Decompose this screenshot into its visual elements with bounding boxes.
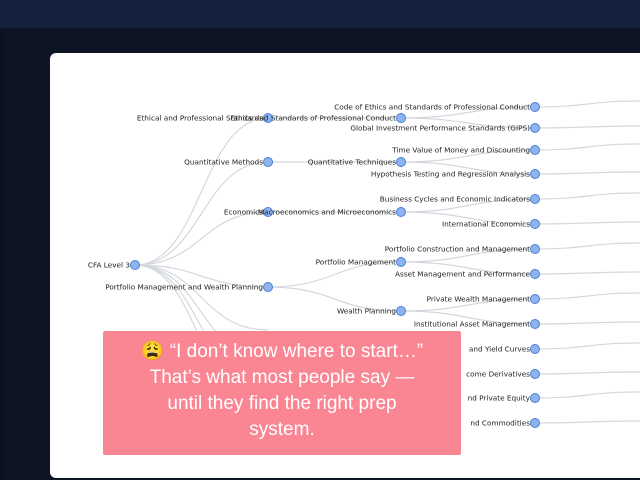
tree-node-circle[interactable] [530,145,540,155]
caption-line-3: until they find the right prep [167,393,397,414]
tree-node-circle[interactable] [263,113,273,123]
level3-node-label[interactable]: Code of Ethics and Standards of Professi… [334,102,530,112]
level1-node-label[interactable]: Portfolio Management and Wealth Planning [105,282,263,292]
level3-node-label[interactable]: Private Wealth Management [426,294,530,304]
tree-link [400,106,536,119]
tree-link [534,371,640,375]
tree-link [534,420,640,424]
tree-link [534,321,640,325]
level3-node-label[interactable]: Portfolio Construction and Management [384,244,530,254]
tree-node-circle[interactable] [530,169,540,179]
level3-node-label[interactable]: nd Commodities [470,418,530,428]
level3-node-label[interactable]: and Yield Curves [468,344,530,354]
tree-link [534,192,640,200]
tree-link [534,171,640,175]
tree-link [134,264,269,288]
tree-link [134,161,269,266]
level2-node-label[interactable]: Ethics and Standards of Professional Con… [230,113,396,123]
tree-link [267,286,402,312]
level3-node-label[interactable]: nd Private Equity [467,393,530,403]
tree-link [400,117,536,129]
tree-node-circle[interactable] [530,123,540,133]
tree-link [400,161,536,175]
tree-link [400,310,536,325]
tree-node-circle[interactable] [530,393,540,403]
level3-node-label[interactable]: Institutional Asset Management [413,319,530,329]
tree-link [400,211,536,225]
tree-link [400,198,536,213]
tree-link [400,261,536,275]
level1-node-label[interactable]: Quantitative Methods [184,157,263,167]
tree-link [534,125,640,129]
weary-face-emoji: 😩 [140,341,165,362]
tree-link [134,117,269,266]
level1-node-label[interactable]: Ethical and Professional Standards [136,113,263,123]
level2-node-label[interactable]: Portfolio Management [315,257,396,267]
tree-node-circle[interactable] [263,207,273,217]
tree-node-circle[interactable] [530,102,540,112]
tree-link [400,149,536,163]
tree-node-circle[interactable] [396,207,406,217]
level3-node-label[interactable]: come Derivatives [466,369,530,379]
tree-node-circle[interactable] [530,219,540,229]
tree-node-circle[interactable] [530,294,540,304]
level3-node-label[interactable]: Time Value of Money and Discounting [392,145,530,155]
tree-node-circle[interactable] [530,418,540,428]
tree-link [534,143,640,151]
caption-overlay: 😩 “I don’t know where to start…” That’s … [103,331,461,455]
level3-node-label[interactable]: Asset Management and Performance [395,269,530,279]
root-node-label[interactable]: CFA Level 3 [87,260,130,270]
tree-node-circle[interactable] [530,344,540,354]
tree-node-circle[interactable] [263,157,273,167]
tree-node-circle[interactable] [396,306,406,316]
tree-link [134,211,269,266]
caption-line-2: That’s what most people say — [149,367,415,388]
tree-link [400,248,536,263]
tree-link [534,242,640,250]
tree-node-circle[interactable] [530,244,540,254]
tree-node-circle[interactable] [530,319,540,329]
level3-node-label[interactable]: Global Investment Performance Standards … [350,123,530,133]
level2-node-label[interactable]: Quantitative Techniques [307,157,396,167]
tree-link [267,261,402,288]
level3-node-label[interactable]: Business Cycles and Economic Indicators [379,194,530,204]
tree-node-circle[interactable] [396,257,406,267]
tree-link [534,342,640,350]
tree-link [400,298,536,312]
level3-node-label[interactable]: International Economics [441,219,530,229]
tree-link [534,292,640,300]
caption-line-4: system. [249,419,315,440]
tree-node-circle[interactable] [530,369,540,379]
level3-node-label[interactable]: Hypothesis Testing and Regression Analys… [370,169,530,179]
level2-node-label[interactable]: Macroeconomics and Microeconomics [257,207,396,217]
top-bar [0,0,640,28]
caption-line-1: “I don’t know where to start…” [169,341,424,362]
tree-node-circle[interactable] [396,157,406,167]
tree-node-circle[interactable] [530,194,540,204]
tree-node-circle[interactable] [396,113,406,123]
tree-link [534,271,640,275]
tree-link [534,391,640,399]
tree-link [534,221,640,225]
level2-node-label[interactable]: Wealth Planning [336,306,396,316]
tree-node-circle[interactable] [263,282,273,292]
level1-node-label[interactable]: Economics [223,207,263,217]
tree-node-circle[interactable] [130,260,140,270]
tree-link [134,264,269,331]
tree-link [534,100,640,108]
tree-node-circle[interactable] [530,269,540,279]
